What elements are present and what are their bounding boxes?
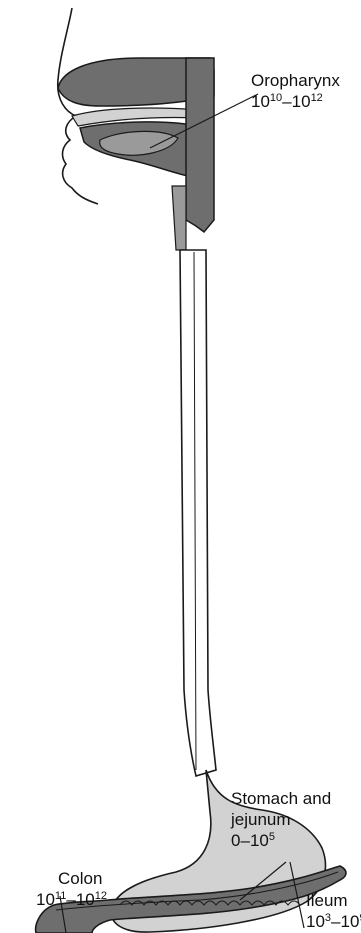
oropharynx-label: Oropharynx 1010–1012	[251, 70, 340, 112]
pharynx	[186, 58, 214, 232]
colon-label: Colon 1011–1012	[36, 868, 107, 910]
ileum-name: Ileum	[306, 890, 361, 911]
larynx	[172, 186, 186, 250]
stomach-jejunum-label: Stomach and jejunum 0–105	[231, 788, 331, 851]
oropharynx-name: Oropharynx	[251, 70, 340, 91]
stomach-count: 0–105	[231, 830, 331, 851]
ileum-label: Ileum 103–109	[306, 890, 361, 932]
stomach-name-line2: jejunum	[231, 809, 331, 830]
oropharynx-count: 1010–1012	[251, 91, 340, 112]
esophagus	[180, 250, 216, 776]
ileum-count: 103–109	[306, 911, 361, 932]
colon-count: 1011–1012	[36, 889, 107, 910]
colon-name: Colon	[36, 868, 107, 889]
stomach-name-line1: Stomach and	[231, 788, 331, 809]
